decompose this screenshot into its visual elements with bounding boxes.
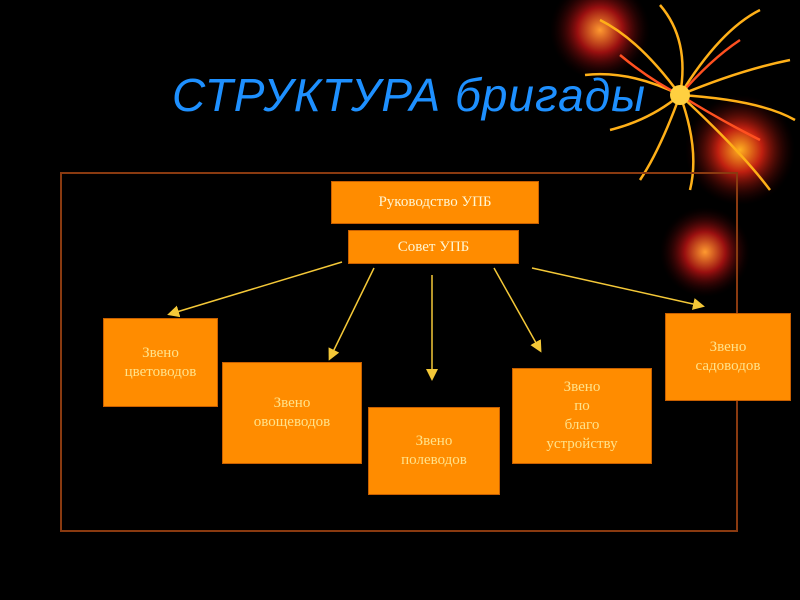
arrow-to-vegetables [330, 268, 374, 358]
council-box: Совет УПБ [348, 230, 519, 264]
arrow-to-flowers [170, 262, 342, 314]
arrow-to-improvement [494, 268, 540, 350]
arrow-to-gardens [532, 268, 702, 306]
leadership-box: Руководство УПБ [331, 181, 539, 224]
